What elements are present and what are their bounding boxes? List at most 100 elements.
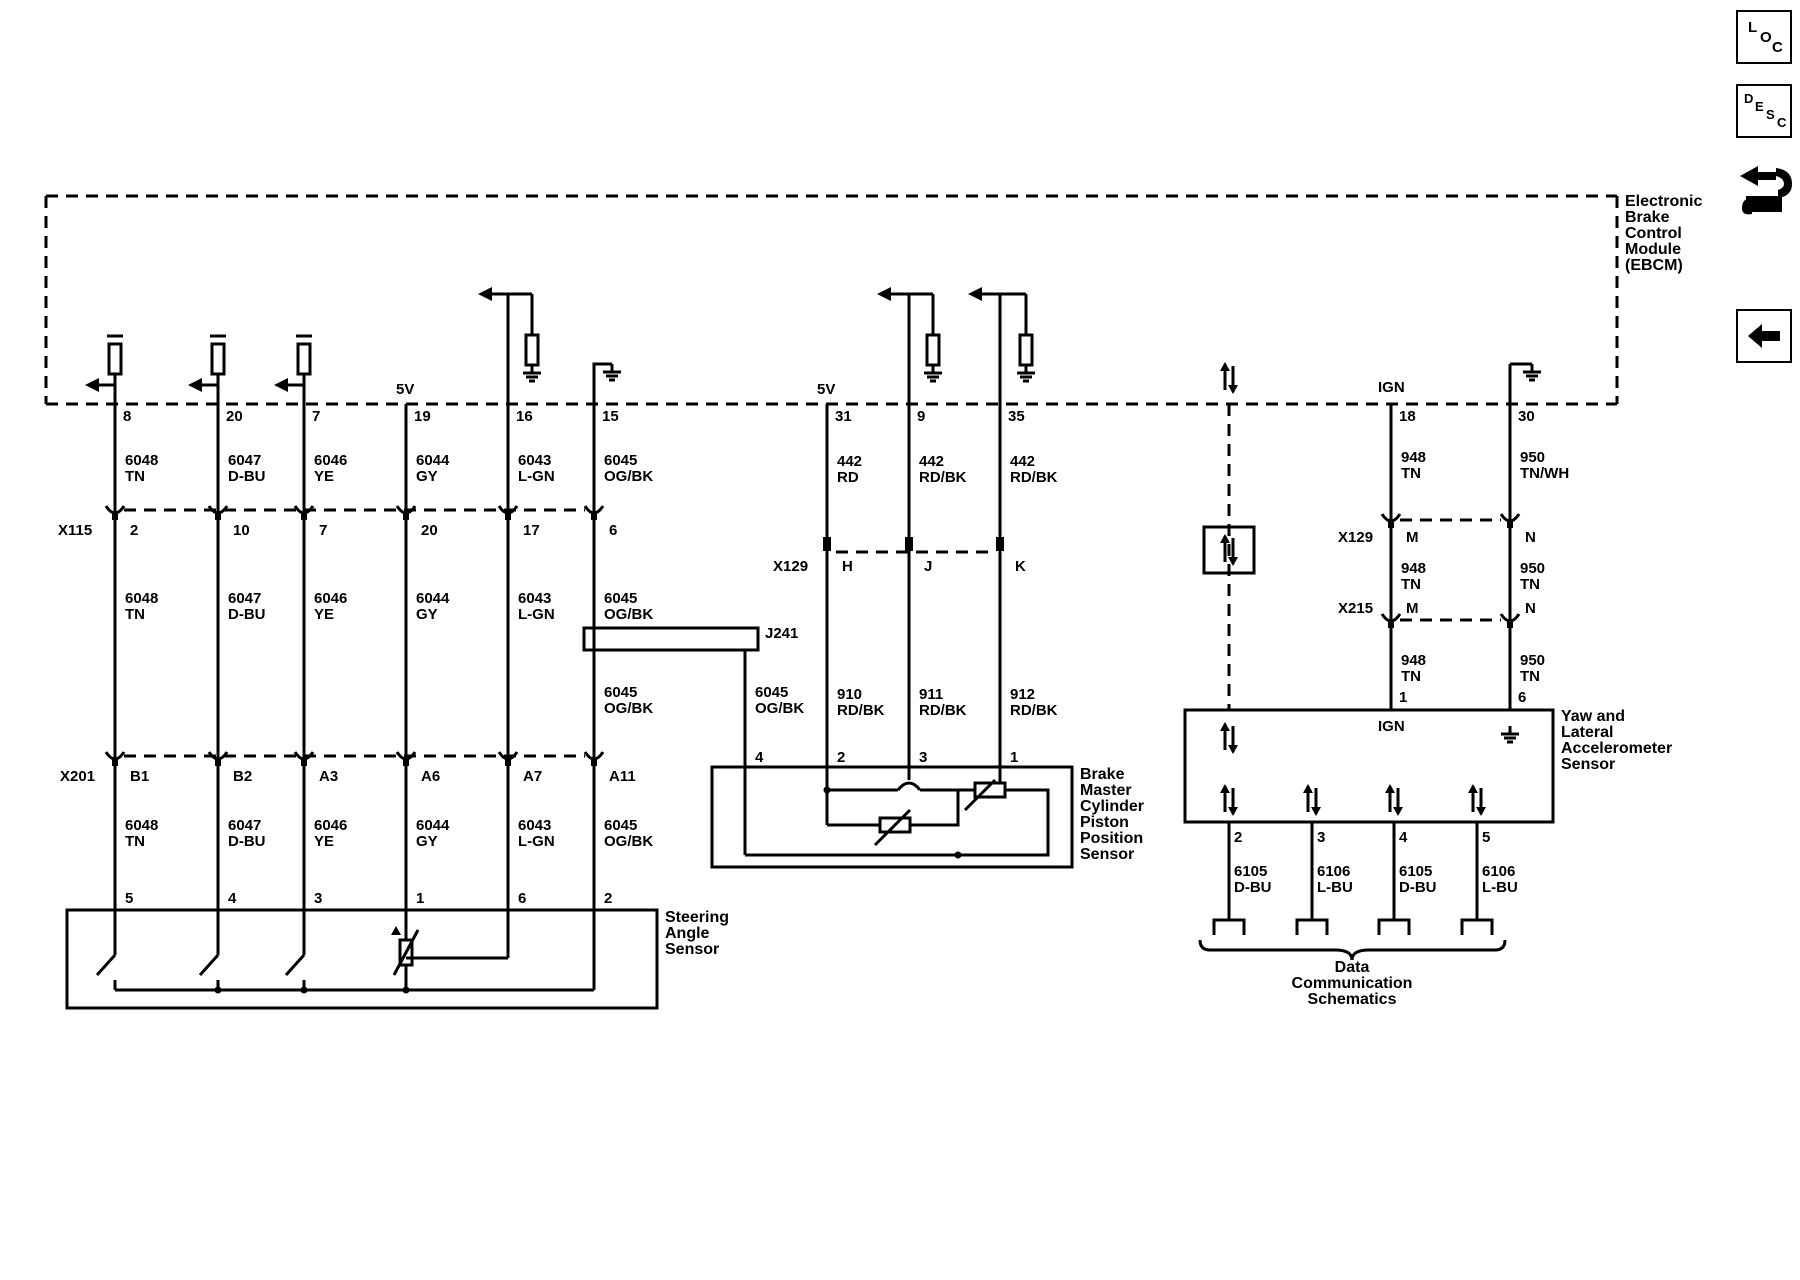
wire	[592, 362, 612, 404]
wire-color: RD/BK	[1010, 702, 1058, 719]
connector-pin	[505, 758, 511, 766]
circuit-number: 442	[919, 453, 944, 470]
connector-pin	[1507, 620, 1513, 628]
svg-text:D: D	[1744, 91, 1753, 106]
circuit-number: 6047	[228, 452, 261, 469]
circuit-number: 6044	[416, 452, 450, 469]
wire-color: GY	[416, 833, 438, 850]
ebcm-pin-label: 18	[1399, 408, 1416, 425]
arrow-icon	[1311, 807, 1321, 816]
connector-icon	[1740, 166, 1792, 215]
circuit-number: 6105	[1399, 863, 1432, 880]
ebcm-label: Module	[1625, 241, 1681, 258]
ebcm-pin-label: 30	[1518, 408, 1535, 425]
x201-label: X201	[60, 768, 95, 785]
x115-pin: 7	[319, 522, 327, 539]
svg-text:S: S	[1766, 107, 1775, 122]
brake-sensor-label: Position	[1080, 830, 1143, 847]
svg-text:C: C	[1772, 39, 1783, 56]
data-comm-label: Data	[1335, 959, 1370, 976]
back-button[interactable]	[1736, 309, 1792, 363]
switch-contact	[284, 953, 306, 977]
brake-sensor-label: Piston	[1080, 814, 1129, 831]
arrow-icon	[1220, 362, 1230, 371]
sensor-pin: 1	[416, 890, 424, 907]
wire-color: TN	[1401, 576, 1421, 593]
wire-color: D-BU	[1399, 879, 1437, 896]
sensor-pin: 6	[1518, 689, 1526, 706]
wire-color: D-BU	[228, 468, 266, 485]
sensor-pin: 4	[228, 890, 237, 907]
variable-arrow	[392, 929, 420, 976]
connector-pin	[403, 512, 409, 520]
wire-color: GY	[416, 468, 438, 485]
data-connector	[1212, 918, 1246, 935]
connector-pin	[301, 758, 307, 766]
x129-pin: N	[1525, 529, 1536, 546]
x201-pin: A3	[319, 768, 338, 785]
yaw-sensor-label: Sensor	[1561, 756, 1615, 773]
resistor	[107, 342, 123, 376]
circuit-number: 6044	[416, 817, 450, 834]
ebcm-pin-label: 8	[123, 408, 131, 425]
wire-color: L-BU	[1482, 879, 1518, 896]
sensor-pin: 2	[837, 749, 845, 766]
circuit-number: 910	[837, 686, 862, 703]
circuit-number: 6043	[518, 590, 551, 607]
ebcm-pin-label: 16	[516, 408, 533, 425]
data-connector	[1460, 918, 1494, 935]
arrow-icon	[1228, 557, 1238, 566]
ign-label: IGN	[1378, 718, 1405, 735]
x115-pin: 6	[609, 522, 617, 539]
x215-pin: N	[1525, 600, 1536, 617]
brake-sensor-label: Sensor	[1080, 846, 1134, 863]
circuit-number: 912	[1010, 686, 1035, 703]
brake-sensor-label: Cylinder	[1080, 798, 1144, 815]
sensor-pin: 1	[1399, 689, 1407, 706]
wire-color: TN	[1401, 668, 1421, 685]
arrow-icon	[1393, 807, 1403, 816]
circuit-number: 6045	[604, 684, 637, 701]
arrow-icon	[1220, 534, 1230, 543]
wire-color: YE	[314, 833, 334, 850]
connector-button[interactable]	[1736, 160, 1796, 224]
circuit-number: 950	[1520, 449, 1545, 466]
wiring-diagram: ElectronicBrakeControlModule(EBCM)86048T…	[44, 193, 1702, 1010]
connector-pin	[1507, 520, 1513, 528]
ebcm-label: (EBCM)	[1625, 257, 1683, 274]
resistor	[296, 342, 312, 376]
x115-label: X115	[58, 522, 92, 539]
circuit-number: 6045	[755, 684, 788, 701]
connector-pin	[505, 512, 511, 520]
arrow-icon	[1220, 784, 1230, 793]
svg-text:E: E	[1755, 99, 1764, 114]
arrow-icon	[1385, 784, 1395, 793]
wire-color: OG/BK	[604, 833, 653, 850]
loc-button[interactable]: L O C	[1736, 10, 1792, 64]
data-connector	[1377, 918, 1411, 935]
connector-pin	[215, 512, 221, 520]
desc-icon: D E S C	[1744, 91, 1787, 130]
svg-text:O: O	[1760, 29, 1772, 46]
arrow-icon	[1468, 784, 1478, 793]
steering-sensor-box	[65, 908, 659, 1010]
circuit-number: 6046	[314, 590, 347, 607]
wire-color: TN	[125, 606, 145, 623]
data-comm-label: Communication	[1292, 975, 1413, 992]
sensor-pin: 5	[125, 890, 133, 907]
sensor-pin: 3	[1317, 829, 1325, 846]
connector-pin	[1388, 620, 1394, 628]
wire-color: RD/BK	[919, 702, 967, 719]
ebcm-label: Control	[1625, 225, 1682, 242]
wire-color: YE	[314, 606, 334, 623]
wire-color: TN	[1520, 668, 1540, 685]
desc-button[interactable]: D E S C	[1736, 84, 1792, 138]
arrow-icon	[1228, 385, 1238, 394]
ebcm-pin-label: 20	[226, 408, 243, 425]
wire-color: D-BU	[228, 606, 266, 623]
wire-color: RD/BK	[1010, 469, 1058, 486]
sensor-pin: 4	[1399, 829, 1408, 846]
wire-crossover	[896, 781, 922, 791]
arrow-icon	[1228, 807, 1238, 816]
circuit-number: 6044	[416, 590, 450, 607]
